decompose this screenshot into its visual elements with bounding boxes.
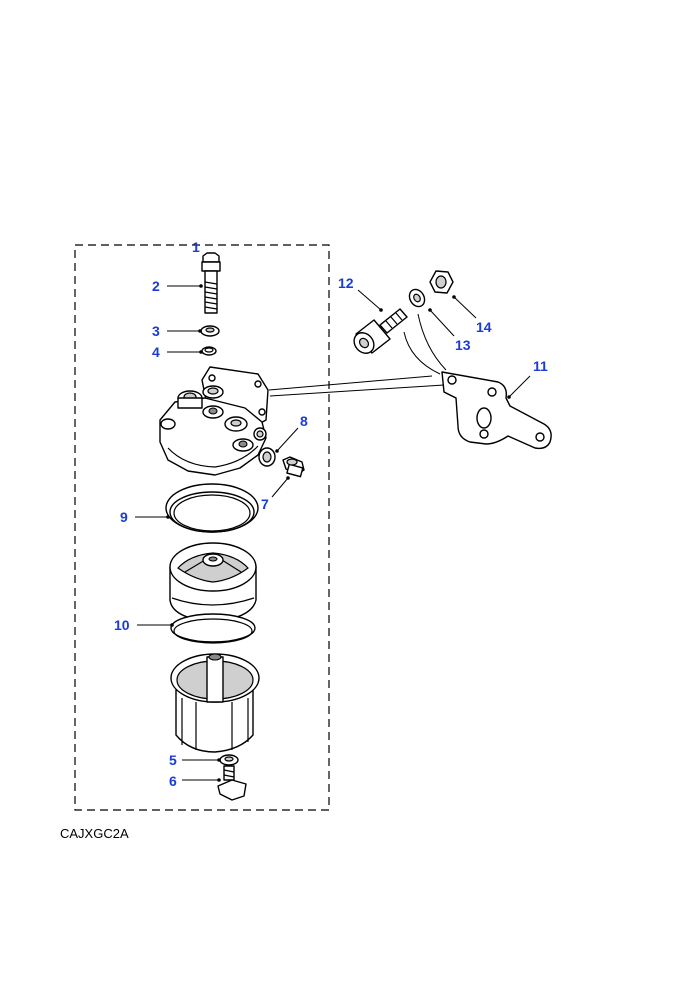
figure-code: CAJXGC2A [60,826,129,841]
bolt-part-12[interactable] [350,308,408,357]
washer-part-13[interactable] [406,287,427,310]
callout-14: 14 [476,319,492,335]
callout-labels: 1 2 3 4 5 6 7 8 9 10 11 12 13 14 [114,239,548,789]
assembly-boundary [74,244,330,811]
plug-part-7[interactable] [282,456,305,478]
callout-8: 8 [300,413,308,429]
drain-screw-part-6[interactable] [217,765,247,801]
callout-11: 11 [533,358,548,374]
sealing-washer-part-8[interactable] [258,447,276,467]
callout-4: 4 [152,344,160,360]
washer-part-3[interactable] [200,325,220,337]
filter-bowl[interactable] [170,653,260,753]
bracket-part-11[interactable] [441,371,552,450]
sealing-ring-part-9[interactable] [165,483,259,533]
callout-6: 6 [169,773,177,789]
bolt-part-2[interactable] [201,252,221,314]
callout-12: 12 [338,275,354,291]
nut-part-14[interactable] [429,270,454,294]
callout-13: 13 [455,337,471,353]
drain-washer-part-5[interactable] [219,754,239,766]
seal-part-4[interactable] [201,346,217,356]
filter-head-housing[interactable] [159,366,269,476]
leader-lines [135,284,531,782]
callout-9: 9 [120,509,128,525]
filter-element[interactable] [169,542,257,623]
assembly-connection-lines [268,313,447,397]
callout-10: 10 [114,617,130,633]
callout-5: 5 [169,752,177,768]
callout-3: 3 [152,323,160,339]
callout-1: 1 [192,239,200,255]
callout-2: 2 [152,278,160,294]
bowl-seal-part-10[interactable] [170,613,256,644]
callout-7: 7 [261,496,269,512]
